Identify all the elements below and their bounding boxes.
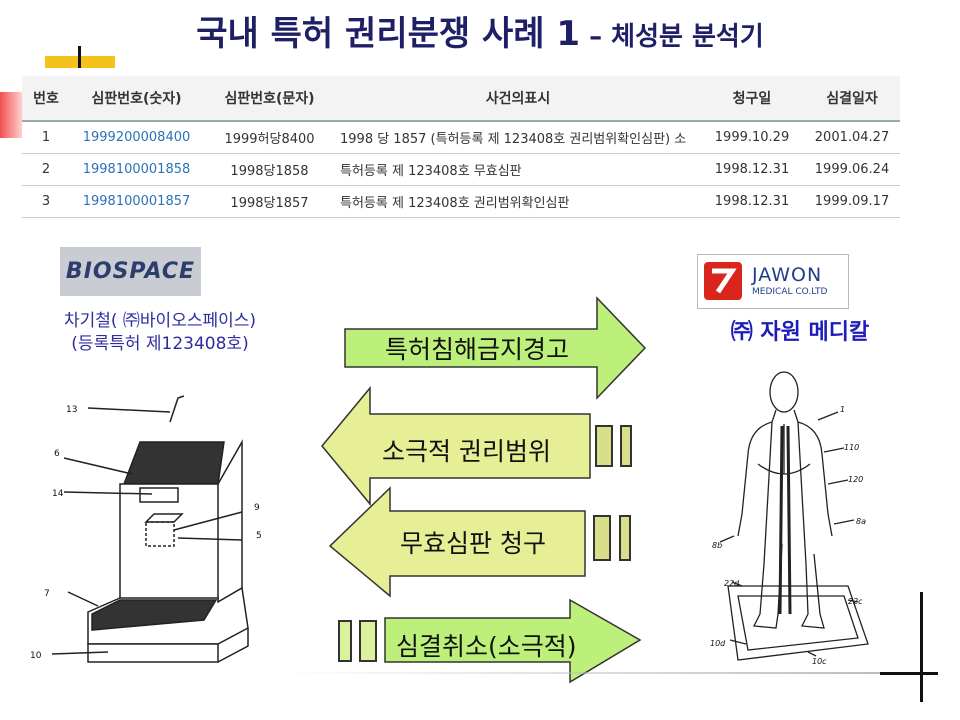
left-device-drawing: 13 6 14 9 5 7 10 [30, 395, 262, 663]
fig-label-8b: 8b [712, 541, 722, 550]
cell-number: 1 [22, 121, 70, 154]
fig-label-5: 5 [256, 531, 262, 541]
cell-claim-date: 1999.10.29 [700, 121, 804, 154]
jawon-logo-sub: MEDICAL CO.LTD [752, 287, 828, 297]
arrow-tail-block [359, 620, 377, 662]
cell-number: 3 [22, 185, 70, 218]
title-main: 국내 특허 권리분쟁 사례 1 [196, 14, 581, 54]
title-accent-tick [78, 46, 81, 68]
bottom-rule [282, 672, 902, 674]
table-row: 2 1998100001858 1998당1858 특허등록 제 123408호… [22, 153, 900, 186]
col-header-number: 번호 [22, 76, 70, 122]
jawon-logo-name: JAWON [752, 264, 823, 286]
col-header-decision-date: 심결일자 [804, 76, 900, 122]
arrow-right-4 [384, 598, 642, 684]
cell-trial-char: 1999허당8400 [203, 121, 336, 154]
fig-label-10: 10 [30, 651, 42, 661]
arrow-tail-block [593, 515, 611, 561]
cell-trial-num-link[interactable]: 1999200008400 [70, 121, 203, 154]
title-dash: – [580, 22, 612, 52]
right-party-name: ㈜ 자원 메디칼 [730, 320, 870, 345]
fig-label-7: 7 [44, 589, 50, 599]
jawon-logo: JAWON MEDICAL CO.LTD [697, 254, 849, 309]
arrow-label-invalidation: 무효심판 청구 [400, 529, 546, 558]
arrow-label-revocation: 심결취소(소극적) [396, 632, 577, 661]
cell-decision-date: 2001.04.27 [804, 121, 900, 154]
cell-claim-date: 1998.12.31 [700, 185, 804, 218]
page-title: 국내 특허 권리분쟁 사례 1 – 체성분 분석기 [0, 6, 960, 55]
fig-label-22c: 22c [848, 597, 863, 606]
cell-trial-char: 1998당1858 [203, 153, 336, 186]
col-header-trial-num: 심판번호(숫자) [70, 76, 203, 122]
arrow-left-3 [328, 486, 586, 598]
cell-claim-date: 1998.12.31 [700, 153, 804, 186]
fig-label-22d: 22d [724, 579, 740, 588]
fig-label-10c: 10c [812, 657, 827, 666]
jawon-logo-mark [704, 262, 742, 300]
fig-label-14: 14 [52, 489, 64, 499]
cell-trial-num-link[interactable]: 1998100001858 [70, 153, 203, 186]
arrow-left-2 [321, 385, 591, 507]
corner-cross-horizontal [880, 672, 938, 675]
col-header-claim-date: 청구일 [700, 76, 804, 122]
table-header-row: 번호 심판번호(숫자) 심판번호(문자) 사건의표시 청구일 심결일자 [22, 76, 900, 122]
fig-label-1: 1 [840, 405, 845, 414]
left-party-caption: 차기철( ㈜바이오스페이스) (등록특허 제123408호) [20, 310, 300, 356]
case-table: 번호 심판번호(숫자) 심판번호(문자) 사건의표시 청구일 심결일자 1 19… [22, 76, 900, 218]
fig-label-110: 110 [844, 443, 859, 452]
cell-trial-char: 1998당1857 [203, 185, 336, 218]
cell-number: 2 [22, 153, 70, 186]
cell-trial-num-link[interactable]: 1998100001857 [70, 185, 203, 218]
table-row: 3 1998100001857 1998당1857 특허등록 제 123408호… [22, 185, 900, 218]
fig-label-6: 6 [54, 449, 60, 459]
arrow-tail-block [595, 425, 613, 467]
cell-decision-date: 1999.06.24 [804, 153, 900, 186]
left-party-name: 차기철( ㈜바이오스페이스) [63, 311, 257, 331]
arrow-right-1 [344, 296, 647, 400]
cell-case: 특허등록 제 123408호 무효심판 [336, 153, 700, 186]
arrow-label-negative-scope: 소극적 권리범위 [382, 437, 551, 466]
cell-case: 1998 당 1857 (특허등록 제 123408호 권리범위확인심판) 소 [336, 121, 700, 154]
left-red-accent [0, 92, 22, 138]
fig-label-9: 9 [254, 503, 260, 513]
col-header-case: 사건의표시 [336, 76, 700, 122]
arrow-tail-block [338, 620, 352, 662]
cell-decision-date: 1999.09.17 [804, 185, 900, 218]
table-row: 1 1999200008400 1999허당8400 1998 당 1857 (… [22, 121, 900, 154]
arrow-label-warning: 특허침해금지경고 [385, 335, 570, 364]
biospace-logo: BIOSPACE [60, 247, 201, 296]
dispute-arrows [321, 296, 647, 684]
right-device-drawing: 1 110 120 8a 8b 22d 22c 10d 10c [710, 371, 869, 666]
left-party-patent: (등록특허 제123408호) [71, 334, 249, 354]
cell-case: 특허등록 제 123408호 권리범위확인심판 [336, 185, 700, 218]
fig-label-8a: 8a [856, 517, 866, 526]
fig-label-120: 120 [848, 475, 863, 484]
fig-label-13: 13 [66, 405, 77, 415]
fig-label-10d: 10d [710, 639, 726, 648]
arrow-tail-block [620, 425, 632, 467]
title-sub: 체성분 분석기 [611, 22, 764, 52]
col-header-trial-char: 심판번호(문자) [203, 76, 336, 122]
arrow-tail-block [619, 515, 631, 561]
corner-cross-vertical [920, 592, 923, 702]
